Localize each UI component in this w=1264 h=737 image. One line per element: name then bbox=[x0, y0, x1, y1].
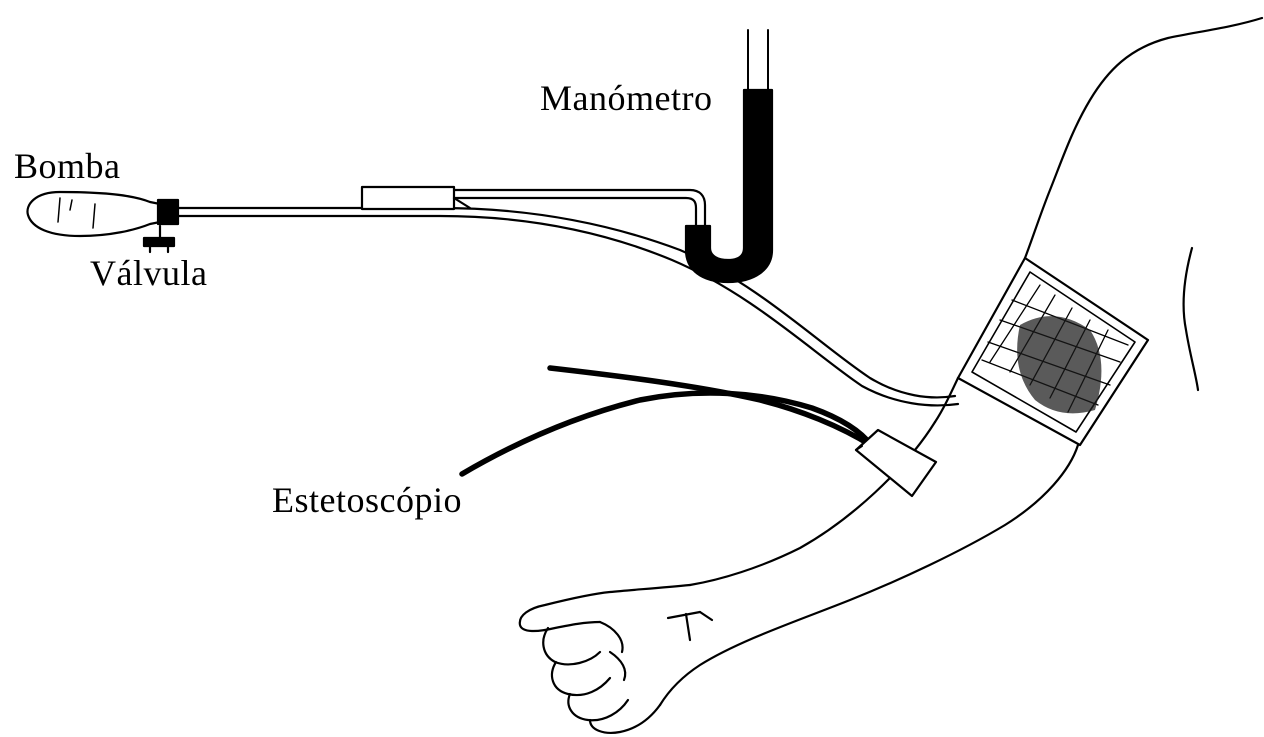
tube-connector bbox=[362, 187, 454, 209]
stethoscope-label: Estetoscópio bbox=[272, 482, 462, 518]
cuff bbox=[958, 258, 1148, 445]
valve-label: Válvula bbox=[90, 255, 207, 291]
manometer bbox=[686, 30, 772, 282]
pump-bulb bbox=[27, 192, 178, 236]
pump-label: Bomba bbox=[14, 148, 121, 184]
manometer-label: Manómetro bbox=[540, 80, 712, 116]
pump-tube bbox=[178, 208, 958, 405]
valve bbox=[144, 226, 174, 252]
